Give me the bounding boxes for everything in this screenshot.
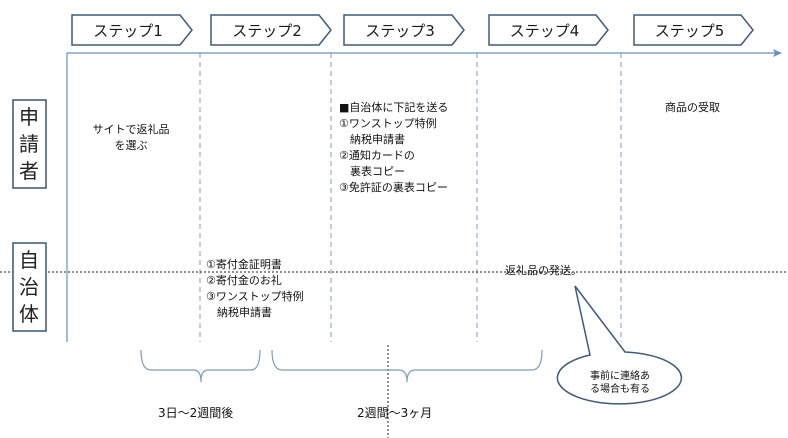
bracket-1 [140, 349, 261, 383]
role-applicant: 申 請 者 [16, 104, 42, 185]
role-box-applicant [12, 99, 47, 189]
role-municipality: 自 治 体 [16, 247, 42, 328]
step-3-shape [343, 14, 465, 46]
step-5-shape [633, 14, 754, 46]
step-1-shape [71, 14, 193, 46]
applicant-step5-text: 商品の受取 [665, 101, 720, 114]
role-applicant-char-1: 申 [19, 105, 39, 129]
role-municipality-char-2: 治 [19, 275, 39, 299]
role-municipality-char-1: 自 [19, 248, 39, 272]
step-4-label[interactable]: ステップ4 [509, 21, 580, 40]
step-1-label[interactable]: ステップ1 [93, 21, 163, 40]
applicant-step3-text: ■自治体に下記を送る ①ワンストップ特例 納税申請書 ②通知カードの 裏表コピー… [339, 101, 449, 194]
callout-bubble [556, 285, 683, 405]
step-3-label[interactable]: ステップ3 [365, 21, 435, 40]
step-4-shape [488, 14, 609, 46]
role-box-municipality [12, 242, 47, 332]
callout-text: 事前に連絡あ る場合も有る [590, 371, 650, 395]
role-applicant-char-3: 者 [19, 159, 39, 183]
duration-1: 3日～2週間後 [158, 406, 234, 420]
step-5-label[interactable]: ステップ5 [654, 21, 725, 40]
timeline-arrowhead [773, 49, 782, 57]
role-municipality-char-3: 体 [19, 302, 39, 326]
bracket-2 [271, 349, 543, 383]
municipality-step4-text: 返礼品の発送。 [505, 264, 582, 277]
step-2-shape [210, 14, 332, 46]
municipality-step2-text: ①寄付金証明書 ②寄付金のお礼 ③ワンストップ特例 納税申請書 [206, 258, 304, 319]
applicant-step1-text: サイトで返礼品 を選ぶ [92, 123, 170, 152]
duration-2: 2週間～3ヶ月 [357, 406, 433, 420]
role-applicant-char-2: 請 [19, 132, 39, 156]
step-2-label[interactable]: ステップ2 [232, 21, 302, 40]
